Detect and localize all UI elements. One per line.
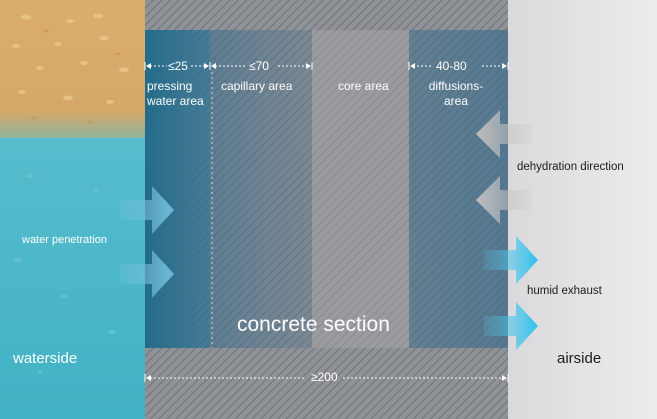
pressing-zone — [145, 30, 210, 348]
pressing-width-label: ≤25 — [168, 59, 188, 73]
arrow-right-icon — [484, 236, 538, 284]
concrete-section-title: concrete section — [237, 313, 390, 336]
waterside-label: waterside — [13, 350, 78, 367]
airside-layer — [508, 0, 657, 419]
arrow-left-icon — [476, 176, 532, 224]
arrow-right-icon — [120, 250, 174, 298]
core-zone — [312, 30, 409, 348]
airside-label: airside — [557, 350, 602, 367]
humid-exhaust-label: humid exhaust — [527, 285, 602, 297]
diffusions-area-label: diffusions- area — [428, 79, 484, 108]
water-penetration-label: water penetration — [22, 234, 107, 246]
core-area-label: core area — [338, 79, 389, 93]
arrow-left-icon — [476, 110, 532, 158]
total-width-label: ≥200 — [311, 370, 338, 384]
arrow-right-icon — [484, 302, 538, 350]
dimension-lines — [150, 65, 503, 379]
capillary-width-label: ≤70 — [249, 59, 269, 73]
capillary-area-label: capillary area — [221, 79, 293, 93]
water-bubbles — [14, 174, 116, 374]
dehydration-direction-label: dehydration direction — [517, 161, 624, 173]
soil-speckles — [12, 13, 129, 104]
diffusion-width-label: 40-80 — [436, 59, 467, 73]
arrow-right-icon — [120, 186, 174, 234]
capillary-zone — [210, 30, 312, 348]
pressing-area-label: pressing water area — [147, 79, 204, 108]
